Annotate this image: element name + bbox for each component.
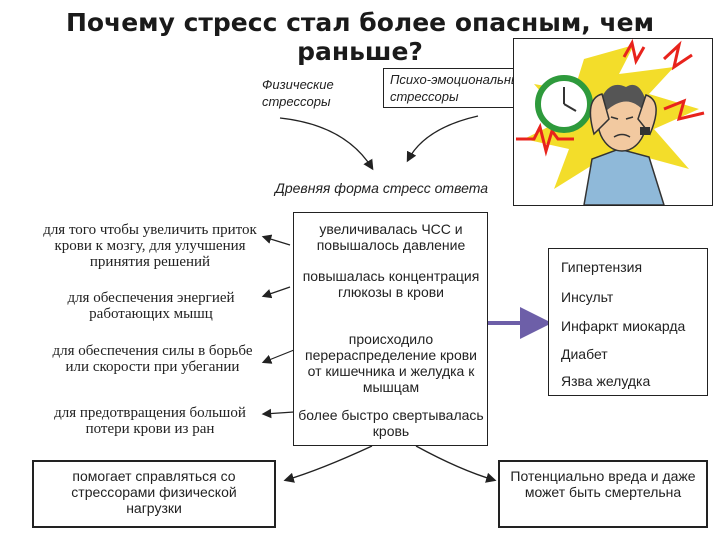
response-item: более быстро свертывалась кровь [298, 407, 484, 439]
outcome-item: Гипертензия [561, 259, 643, 275]
psycho-stressors-label: Психо-эмоциональные стрессоры [390, 72, 528, 104]
responses-box: увеличивалась ЧСС и повышалось давление … [293, 212, 488, 446]
stressed-man-image [516, 39, 705, 205]
potential-harm-box: Потенциально вреда и даже может быть сме… [498, 460, 708, 528]
stress-illustration [513, 38, 713, 206]
ancient-form-label: Древняя форма стресс ответа [275, 180, 489, 196]
response-item: повышалась концентрация глюкозы в крови [302, 268, 480, 300]
purpose-item: для обеспечения энергией работающих мышц [67, 290, 235, 322]
page-title: Почему стресс стал более опасным, чем ра… [65, 8, 655, 66]
purpose-item: для предотвращения большой потери крови … [54, 405, 246, 437]
potential-harm-text: Потенциально вреда и даже может быть сме… [510, 468, 696, 500]
outcome-item: Инсульт [561, 289, 614, 305]
response-item: увеличивалась ЧСС и повышалось давление [316, 221, 466, 253]
outcome-item: Диабет [561, 346, 608, 362]
outcome-item: Инфаркт миокарда [561, 318, 686, 334]
outcomes-box: Гипертензия Инсульт Инфаркт миокарда Диа… [548, 248, 708, 396]
purpose-item: для того чтобы увеличить приток крови к … [43, 222, 257, 270]
helps-box: помогает справляться со стрессорами физи… [32, 460, 276, 528]
helps-text: помогает справляться со стрессорами физи… [71, 468, 237, 516]
physical-stressors-label: Физические стрессоры [262, 77, 334, 109]
response-item: происходило перераспределение крови от к… [305, 331, 477, 395]
purpose-item: для обеспечения силы в борьбе или скорос… [52, 343, 253, 375]
outcome-item: Язва желудка [561, 373, 651, 389]
